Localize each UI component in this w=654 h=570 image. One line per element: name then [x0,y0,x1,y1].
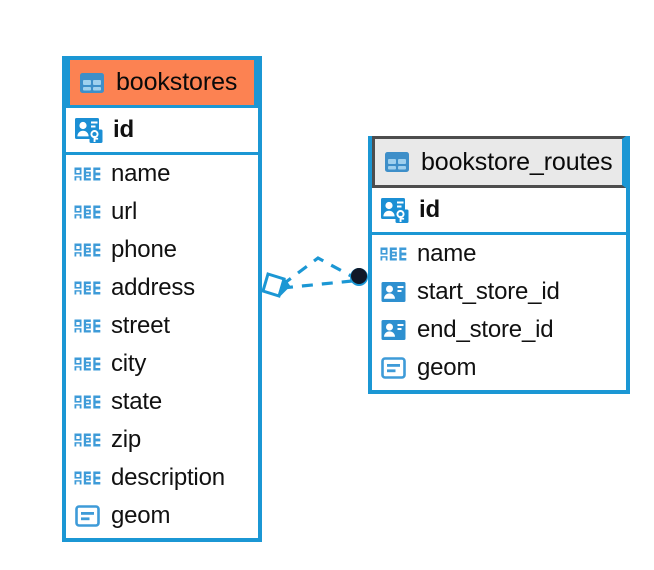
column-row-geom[interactable]: geom [66,497,258,535]
column-row-description[interactable]: description [66,459,258,497]
column-label: address [111,274,195,301]
column-row-name[interactable]: name [66,155,258,193]
column-row-url[interactable]: url [66,193,258,231]
column-row-zip[interactable]: zip [66,421,258,459]
column-row-name[interactable]: name [372,235,626,273]
primary-key-icon [74,116,104,144]
text-abc-icon [74,203,102,221]
column-row-city[interactable]: city [66,345,258,383]
text-abc-icon [74,241,102,259]
entity-name-label: bookstore_routes [421,147,613,176]
text-abc-icon [74,317,102,335]
column-label: phone [111,236,177,263]
column-label: street [111,312,170,339]
column-row-id[interactable]: id [66,108,258,155]
table-grid-icon [383,148,411,176]
column-label: name [417,240,477,267]
entity-name-label: bookstores [116,68,238,96]
text-abc-icon [74,165,102,183]
geometry-icon [74,502,102,530]
column-row-start-store-id[interactable]: start_store_id [372,273,626,311]
relationship-endpoint-diamond [261,272,291,298]
text-abc-icon [380,245,408,263]
column-label: state [111,388,163,415]
entity-table-bookstores[interactable]: bookstores [62,56,262,542]
primary-key-icon [380,196,410,224]
column-label: url [111,198,138,225]
column-label: name [111,160,171,187]
entity-header-bookstores[interactable]: bookstores [66,56,258,108]
column-label: city [111,350,147,377]
relationship-line-start-store [281,256,354,287]
column-label: geom [111,502,171,529]
entity-columns-bookstore-routes: id [372,188,626,387]
foreign-key-icon [380,279,408,305]
column-row-address[interactable]: address [66,269,258,307]
column-label: end_store_id [417,316,554,343]
column-label: description [111,464,225,491]
table-grid-icon [78,69,106,97]
column-row-id[interactable]: id [372,188,626,235]
column-row-end-store-id[interactable]: end_store_id [372,311,626,349]
column-label: geom [417,354,477,381]
text-abc-icon [74,393,102,411]
column-row-phone[interactable]: phone [66,231,258,269]
entity-table-bookstore-routes[interactable]: bookstore_routes [368,136,630,394]
column-row-street[interactable]: street [66,307,258,345]
entity-header-bookstore-routes[interactable]: bookstore_routes [372,136,626,188]
column-label: zip [111,426,142,453]
entity-columns-bookstores: id [66,108,258,535]
column-row-geom[interactable]: geom [372,349,626,387]
column-label: id [113,116,134,143]
geometry-icon [380,354,408,382]
text-abc-icon [74,469,102,487]
column-label: id [419,196,440,223]
text-abc-icon [74,279,102,297]
text-abc-icon [74,355,102,373]
column-label: start_store_id [417,278,560,305]
foreign-key-icon [380,317,408,343]
relationship-line-end-store [281,279,353,290]
text-abc-icon [74,431,102,449]
relationship-endpoint-circle [350,268,368,286]
column-row-state[interactable]: state [66,383,258,421]
